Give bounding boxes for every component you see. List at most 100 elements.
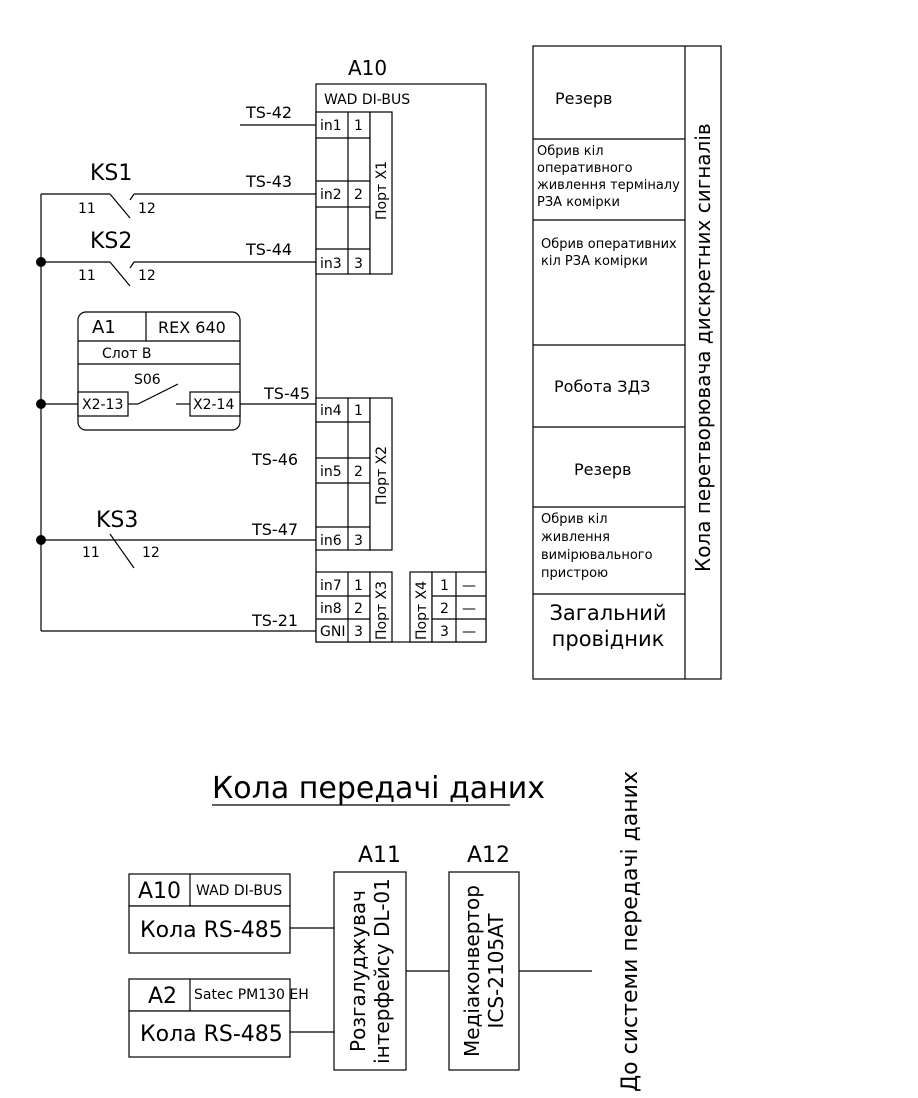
wire-label: TS-46 [251, 450, 298, 469]
contact-name: KS3 [96, 508, 138, 533]
wire-label: TS-44 [245, 240, 292, 259]
port-x4: Порт X4 1 — 2 — 3 — [409, 571, 487, 643]
converter-ref: A12 [467, 843, 510, 868]
input-label: in8 [320, 601, 342, 617]
x4-value: — [462, 624, 476, 640]
legend-row: Обрив кіл живлення вимірювального пристр… [541, 512, 653, 581]
port-x4-label: Порт X4 [414, 581, 430, 640]
splitter-ref: A11 [358, 843, 401, 868]
port-x2-label: Порт X2 [374, 446, 390, 505]
input-number: 3 [354, 533, 363, 549]
input-label: GNI [320, 624, 345, 640]
relay-a1: A1 REX 640 Слот B X2-13 X2-14 S06 [77, 311, 241, 431]
splitter-a11: A11 Розгалуджувач інтерфейсу DL-01 [333, 843, 449, 1071]
wire-label: TS-47 [251, 520, 298, 539]
contact-pin: 11 [78, 268, 96, 284]
device-a10-name: WAD DI-BUS [324, 92, 410, 108]
wiring: TS-42 TS-43 TS-44 TS-45 TS-46 TS-47 TS-2… [36, 103, 316, 632]
junction-dot [36, 535, 46, 545]
splitter-name: Розгалуджувач інтерфейсу DL-01 [346, 878, 394, 1064]
data-section-title: Кола передачі даних [212, 771, 545, 806]
input-number: 2 [354, 187, 363, 203]
contact-name: KS1 [90, 161, 132, 186]
relay-terminal-label: X2-14 [193, 397, 234, 413]
legend-row: Обрив оперативних кіл РЗА комірки [541, 237, 677, 269]
converter-name: Медіаконвертор ICS-2105AT [460, 885, 508, 1057]
relay-ref: A1 [92, 317, 116, 338]
x4-number: 2 [440, 601, 449, 617]
x4-value: — [462, 601, 476, 617]
input-label: in5 [320, 464, 342, 480]
source-a10: A10 WAD DI-BUS Кола RS-485 [128, 873, 334, 954]
port-x1-label: Порт X1 [374, 161, 390, 220]
port-x3: Порт X3 in7 1 in8 2 GNI 3 [315, 571, 393, 643]
x4-value: — [462, 578, 476, 594]
input-number: 1 [354, 578, 363, 594]
contact-ks2: KS2 11 12 [78, 229, 156, 287]
input-number: 3 [354, 256, 363, 272]
contact-pin: 11 [78, 201, 96, 217]
legend-row-text: Обрив кіл живлення вимірювального пристр… [541, 512, 653, 581]
relay-slot: Слот B [102, 346, 152, 362]
wire-label: TS-45 [263, 384, 310, 403]
input-number: 2 [354, 464, 363, 480]
input-label: in1 [320, 118, 342, 134]
legend-table: Резерв Обрив кіл оперативного живлення т… [532, 45, 722, 680]
relay-terminal [77, 391, 129, 417]
input-label: in7 [320, 578, 342, 594]
junction-dot [36, 257, 46, 267]
source-model: WAD DI-BUS [196, 883, 282, 899]
wire-label: TS-42 [245, 103, 292, 122]
source-ref: A2 [148, 984, 177, 1009]
legend-row: Робота ЗДЗ [554, 377, 650, 396]
input-number: 1 [354, 118, 363, 134]
input-label: in6 [320, 533, 342, 549]
wire-label: TS-21 [251, 611, 298, 630]
legend-title: Кола перетворювача дискретних сигналів [691, 123, 715, 572]
converter-a12: A12 Медіаконвертор ICS-2105AT [448, 843, 592, 1071]
port-x3-label: Порт X3 [374, 581, 390, 640]
junction-dot [36, 399, 46, 409]
splitter-label: Розгалуджувач інтерфейсу DL-01 [346, 878, 394, 1064]
input-number: 1 [354, 403, 363, 419]
source-ref: A10 [138, 879, 181, 904]
contact-ks3: KS3 11 12 [82, 508, 160, 569]
converter-label: Медіаконвертор ICS-2105AT [460, 885, 508, 1057]
contact-pin: 12 [138, 268, 156, 284]
legend-row: Резерв [555, 89, 612, 108]
relay-contact-label: S06 [134, 372, 161, 388]
input-label: in2 [320, 187, 342, 203]
source-circuit: Кола RS-485 [140, 918, 283, 943]
source-model: Satec PM130 EH [194, 987, 309, 1003]
contact-pin: 11 [82, 545, 100, 561]
contact-name: KS2 [90, 229, 132, 254]
input-number: 3 [354, 624, 363, 640]
device-a10-ref: A10 [348, 56, 387, 80]
port-x2: Порт X2 in4 1 in5 2 in6 3 [315, 397, 393, 551]
contact-pin: 12 [142, 545, 160, 561]
device-a10: A10 WAD DI-BUS Порт X1 in1 1 in2 2 in3 3 [315, 56, 487, 643]
relay-terminal-label: X2-13 [82, 397, 123, 413]
legend-row: Загальний провідник [549, 601, 667, 651]
relay-model: REX 640 [158, 318, 226, 337]
source-circuit: Кола RS-485 [140, 1022, 283, 1047]
legend-row-text: Обрив кіл оперативного живлення термінал… [537, 144, 680, 210]
input-label: in3 [320, 256, 342, 272]
data-section: Кола передачі даних A10 WAD DI-BUS Кола … [128, 771, 643, 1092]
input-number: 2 [354, 601, 363, 617]
input-label: in4 [320, 403, 342, 419]
legend-row: Резерв [574, 460, 631, 479]
wire-label: TS-43 [245, 172, 292, 191]
port-x1: Порт X1 in1 1 in2 2 in3 3 [315, 111, 393, 275]
legend-row-text: Обрив оперативних кіл РЗА комірки [541, 237, 677, 269]
contact-pin: 12 [138, 201, 156, 217]
destination-label: До системи передачі даних [618, 771, 643, 1092]
legend-row-text: Загальний провідник [549, 601, 667, 651]
legend-row: Обрив кіл оперативного живлення термінал… [537, 144, 680, 210]
contact-ks1: KS1 11 12 [78, 161, 156, 219]
x4-number: 1 [440, 578, 449, 594]
x4-number: 3 [440, 624, 449, 640]
source-a2: A2 Satec PM130 EH Кола RS-485 [128, 978, 334, 1058]
